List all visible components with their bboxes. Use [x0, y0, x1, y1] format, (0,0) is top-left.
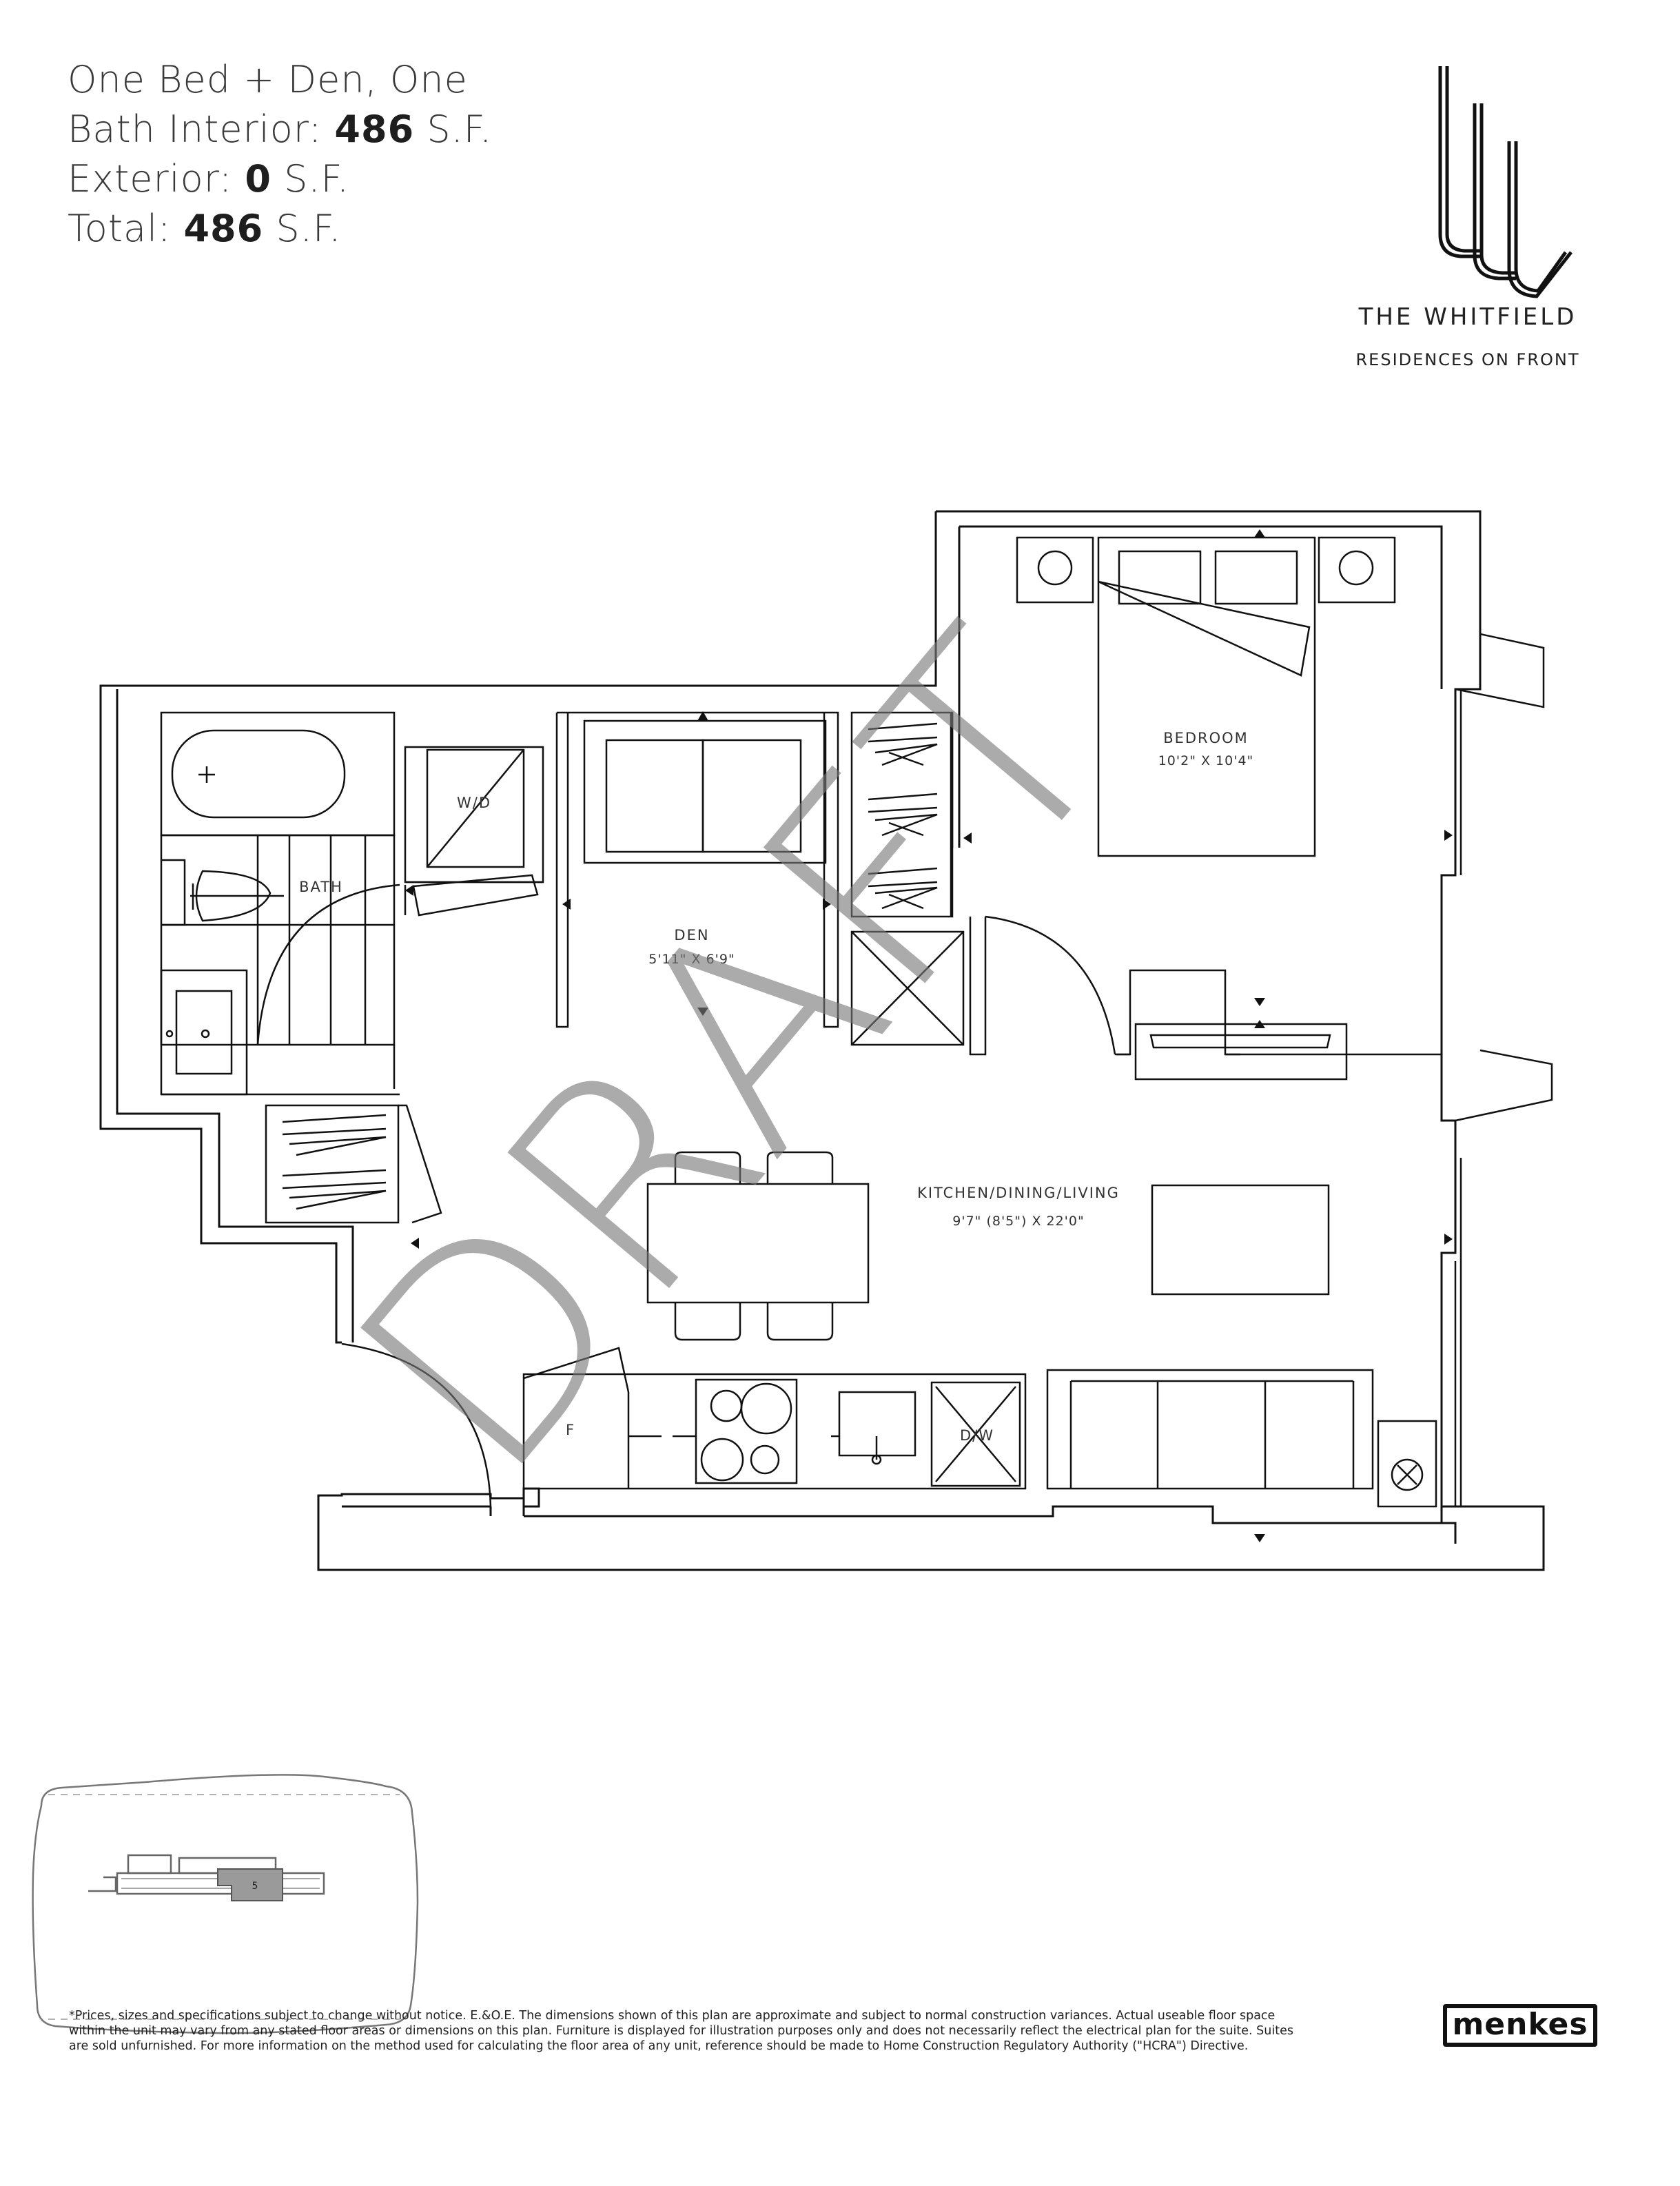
keyplan-suite-number: 5	[252, 1881, 258, 1892]
dishwasher	[930, 1381, 1021, 1487]
interior-area: Bath Interior: 486 S.F.	[68, 108, 493, 151]
nightstand-right	[1318, 536, 1396, 604]
den-size: 5'11" X 6'9"	[648, 952, 735, 967]
keyplan-unit-highlight	[217, 1868, 283, 1901]
cooktop-burner	[710, 1389, 743, 1422]
disclaimer-line: *Prices, sizes and specifications subjec…	[69, 2009, 1276, 2023]
entry-closet	[265, 1104, 400, 1224]
disclaimer-line: within the unit may vary from any stated…	[69, 2024, 1293, 2038]
living-sofa	[1046, 1369, 1374, 1490]
unit-type: One Bed + Den, One	[68, 58, 468, 101]
kitchen-counter	[522, 1373, 1027, 1490]
dining-table	[646, 1183, 870, 1304]
bath-label: BATH	[299, 879, 343, 895]
nightstand-left	[1016, 536, 1094, 604]
dishwasher-label: D/W	[960, 1427, 994, 1444]
fridge-label: F	[566, 1422, 575, 1438]
washer-dryer	[404, 746, 544, 883]
wd-label: W/D	[457, 795, 491, 811]
bed	[1097, 536, 1316, 857]
disclaimer-line: are sold unfurnished. For more informati…	[69, 2039, 1249, 2053]
mechanical-box	[1377, 1420, 1437, 1508]
disclaimer: *Prices, sizes and specifications subjec…	[69, 2008, 1440, 2054]
menkes-logo: menkes	[1443, 2004, 1597, 2047]
keyplan	[32, 1774, 419, 2034]
kitchen-size: 9'7" (8'5") X 22'0"	[952, 1214, 1084, 1229]
brand-subtitle: RESIDENCES ON FRONT	[1355, 350, 1580, 369]
den-label: DEN	[674, 927, 709, 943]
vanity	[160, 969, 248, 1096]
kitchen-label: KITCHEN/DINING/LIVING	[917, 1185, 1120, 1201]
brand-name: THE WHITFIELD	[1358, 303, 1577, 331]
unit-info: One Bed + Den, One Bath Interior: 486 S.…	[68, 55, 492, 254]
total-area: Total: 486 S.F.	[68, 207, 342, 250]
tv-console	[1134, 1023, 1348, 1081]
whitfield-logo-icon	[1438, 66, 1573, 298]
exterior-area: Exterior: 0 S.F.	[68, 157, 350, 201]
toilet	[161, 859, 186, 926]
coffee-table	[1151, 1184, 1330, 1296]
bedroom-size: 10'2" X 10'4"	[1158, 753, 1254, 768]
bedroom-label: BEDROOM	[1163, 730, 1249, 746]
